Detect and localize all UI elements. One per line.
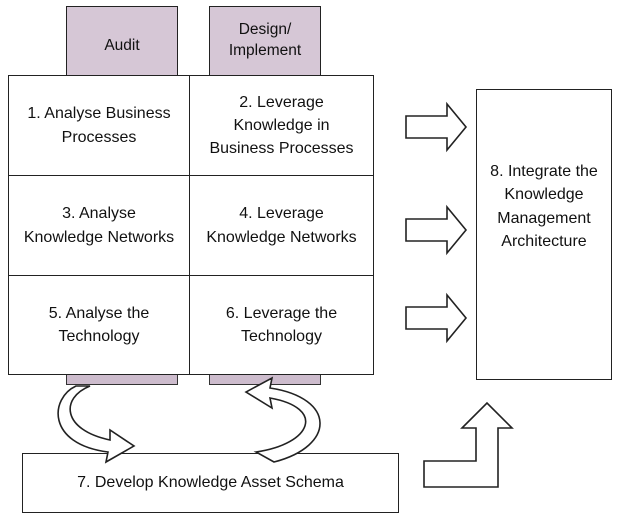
cell-label: 1. Analyse Business Processes bbox=[27, 105, 171, 146]
cell-label: 2. Leverage Knowledge in Business Proces… bbox=[209, 93, 354, 158]
curved-arrow-down-right-icon bbox=[57, 385, 136, 464]
right-arrow-icon bbox=[405, 204, 468, 256]
cell-analyse-knowledge-networks: 3. Analyse Knowledge Networks bbox=[8, 175, 190, 276]
cell-label: 5. Analyse the Technology bbox=[48, 304, 150, 345]
knowledge-asset-schema-label: 7. Develop Knowledge Asset Schema bbox=[77, 474, 344, 492]
cell-label: 4. Leverage Knowledge Networks bbox=[206, 205, 357, 246]
integrate-architecture-box: 8. Integrate the Knowledge Management Ar… bbox=[476, 89, 612, 380]
knowledge-asset-schema-box: 7. Develop Knowledge Asset Schema bbox=[22, 453, 399, 513]
audit-header-tab: Audit bbox=[66, 6, 178, 76]
integrate-architecture-label: 8. Integrate the Knowledge Management Ar… bbox=[490, 163, 598, 250]
design-implement-header-tab: Design/ Implement bbox=[209, 6, 321, 76]
cell-leverage-knowledge-networks: 4. Leverage Knowledge Networks bbox=[189, 175, 374, 276]
curved-arrow-up-left-icon bbox=[244, 376, 321, 463]
cell-analyse-business-processes: 1. Analyse Business Processes bbox=[8, 75, 190, 176]
cell-leverage-business-processes: 2. Leverage Knowledge in Business Proces… bbox=[189, 75, 374, 176]
cell-label: 6. Leverage the Technology bbox=[225, 304, 338, 345]
cell-analyse-technology: 5. Analyse the Technology bbox=[8, 275, 190, 375]
cell-leverage-technology: 6. Leverage the Technology bbox=[189, 275, 374, 375]
design-implement-header-label: Design/ Implement bbox=[228, 21, 302, 59]
right-arrow-icon bbox=[405, 101, 468, 153]
elbow-up-arrow-icon bbox=[423, 401, 514, 488]
audit-header-label: Audit bbox=[104, 36, 140, 54]
right-arrow-icon bbox=[405, 292, 468, 344]
cell-label: 3. Analyse Knowledge Networks bbox=[23, 205, 175, 246]
